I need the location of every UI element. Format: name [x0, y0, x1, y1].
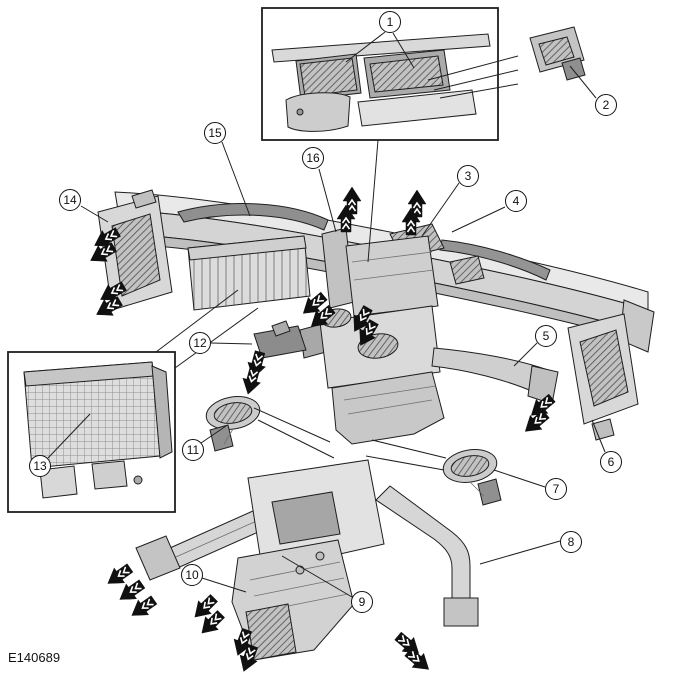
callout-2: 2 — [595, 94, 617, 116]
callout-5: 5 — [535, 325, 557, 347]
callout-11: 11 — [182, 439, 204, 461]
bracket-12 — [253, 320, 307, 359]
callout-10-label: 10 — [185, 568, 199, 582]
console-duct-assembly — [231, 459, 385, 661]
callout-12-label: 12 — [193, 336, 207, 350]
callout-10: 10 — [181, 564, 203, 586]
callout-14-label: 14 — [63, 193, 77, 207]
callout-3: 3 — [457, 165, 479, 187]
leader-lines — [47, 31, 606, 598]
inset-top-center-vents — [261, 7, 499, 141]
callout-8: 8 — [560, 531, 582, 553]
callout-1-label: 1 — [386, 15, 394, 29]
callout-8-label: 8 — [567, 535, 575, 549]
callout-2-label: 2 — [602, 98, 610, 112]
callout-12: 12 — [189, 332, 211, 354]
defroster-trough-right — [439, 239, 551, 281]
callout-3-label: 3 — [464, 169, 472, 183]
round-register-11 — [205, 396, 261, 452]
callout-9: 9 — [351, 591, 373, 613]
callout-6-label: 6 — [607, 455, 615, 469]
right-side-vent-outlet — [567, 313, 639, 441]
ribbed-duct-left — [187, 235, 311, 311]
callout-4-label: 4 — [512, 194, 520, 208]
floor-duct-right — [375, 485, 479, 627]
center-hvac-assembly — [299, 227, 445, 445]
round-register-7 — [442, 449, 502, 506]
left-side-vent-outlet — [97, 189, 173, 311]
callout-9-label: 9 — [358, 595, 366, 609]
vent-register-2 — [529, 26, 586, 81]
callout-15-label: 15 — [208, 126, 222, 140]
callout-6: 6 — [600, 451, 622, 473]
inset-left-component-13 — [7, 351, 176, 513]
callout-5-label: 5 — [542, 329, 550, 343]
defroster-trough-left — [177, 203, 329, 231]
callout-7-label: 7 — [552, 482, 560, 496]
callout-4: 4 — [505, 190, 527, 212]
callout-16: 16 — [302, 147, 324, 169]
right-side-duct — [431, 347, 559, 405]
callout-15: 15 — [204, 122, 226, 144]
callout-1: 1 — [379, 11, 401, 33]
callout-16-label: 16 — [306, 151, 320, 165]
callout-14: 14 — [59, 189, 81, 211]
callout-11-label: 11 — [186, 443, 200, 457]
figure-code: E140689 — [8, 650, 61, 665]
callout-7: 7 — [545, 478, 567, 500]
callout-13: 13 — [29, 455, 51, 477]
callout-13-label: 13 — [33, 459, 47, 473]
